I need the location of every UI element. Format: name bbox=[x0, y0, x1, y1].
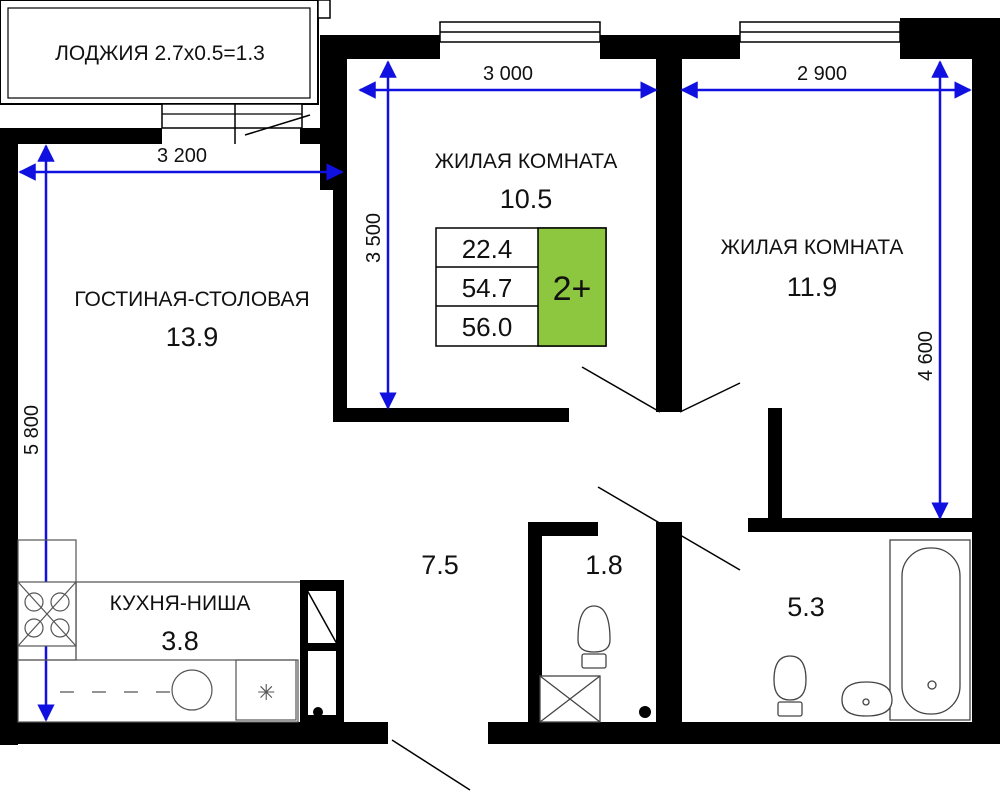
wall-bedroom2-left bbox=[668, 50, 682, 412]
dim-bedroom1-width: 3 000 bbox=[483, 63, 533, 85]
dim-bedroom2-width: 2 900 bbox=[797, 63, 847, 85]
summary-total-with-loggia: 56.0 bbox=[462, 312, 513, 342]
kitchen-shaft-lower bbox=[306, 649, 338, 717]
windows bbox=[439, 21, 901, 43]
wall-bottom-left bbox=[0, 722, 388, 744]
wall-wc-left bbox=[528, 522, 542, 742]
washing-machine bbox=[171, 669, 213, 711]
wall-right-outer bbox=[972, 18, 1000, 743]
labels: ЛОДЖИЯ 2.7x0.5=1.3 ЖИЛАЯ КОМНАТА 10.5 ЖИ… bbox=[21, 42, 937, 656]
wall-top-left bbox=[0, 128, 162, 144]
kitchen-fixtures: ✳ bbox=[17, 539, 300, 723]
room-count-badge bbox=[537, 227, 607, 347]
bedroom1-name: ЖИЛАЯ КОМНАТА bbox=[435, 150, 618, 173]
kitchen-name: КУХНЯ-НИША bbox=[110, 592, 251, 615]
wall-bottom-bath bbox=[656, 722, 1000, 744]
summary-living-area: 22.4 bbox=[462, 234, 513, 264]
dim-living-depth: 5 800 bbox=[21, 405, 43, 455]
dimension-lines bbox=[18, 60, 972, 722]
bedroom2-name: ЖИЛАЯ КОМНАТА bbox=[721, 236, 904, 259]
summary-total-area: 54.7 bbox=[462, 273, 513, 303]
wall-top-bedroom1 bbox=[320, 35, 440, 59]
svg-text:✳: ✳ bbox=[257, 680, 275, 705]
wall-wc-top bbox=[528, 522, 598, 536]
summary-table bbox=[435, 227, 607, 347]
dim-bedroom1-depth: 3 500 bbox=[363, 213, 385, 263]
bedroom1-area: 10.5 bbox=[500, 184, 553, 214]
bathtub-inner bbox=[901, 547, 961, 715]
wc-fixtures bbox=[539, 605, 651, 723]
bath-toilet bbox=[773, 655, 807, 701]
walls bbox=[0, 18, 1000, 745]
dim-bedroom2-depth: 4 600 bbox=[915, 331, 937, 381]
wall-bedroom2-stub bbox=[768, 408, 782, 528]
dim-living-width: 3 200 bbox=[157, 145, 207, 167]
wall-bedroom1-left bbox=[333, 35, 347, 420]
loggia-label: ЛОДЖИЯ 2.7x0.5=1.3 bbox=[55, 42, 265, 65]
door-swings bbox=[391, 366, 741, 791]
wc-toilet-bowl bbox=[577, 605, 611, 653]
hall-area: 7.5 bbox=[421, 550, 459, 580]
wall-left-outer bbox=[0, 128, 18, 745]
bath-area: 5.3 bbox=[787, 592, 825, 622]
kitchen-floor-counter bbox=[17, 659, 299, 723]
sink-cabinet bbox=[235, 659, 297, 721]
wc-area: 1.8 bbox=[585, 550, 623, 580]
wall-bedroom1-bottom bbox=[333, 408, 569, 422]
wc-toilet-tank bbox=[581, 653, 607, 669]
kitchen-area: 3.8 bbox=[161, 626, 199, 656]
wall-bath-left bbox=[656, 522, 682, 742]
wall-bedroom1-right bbox=[656, 50, 670, 412]
wall-bedroom2-bottom bbox=[748, 518, 973, 532]
living-name: ГОСТИНАЯ-СТОЛОВАЯ bbox=[74, 288, 309, 311]
bedroom2-area: 11.9 bbox=[787, 272, 838, 302]
living-area: 13.9 bbox=[166, 322, 219, 352]
bath-fixtures bbox=[773, 539, 971, 721]
summary-room-count: 2+ bbox=[553, 270, 592, 308]
